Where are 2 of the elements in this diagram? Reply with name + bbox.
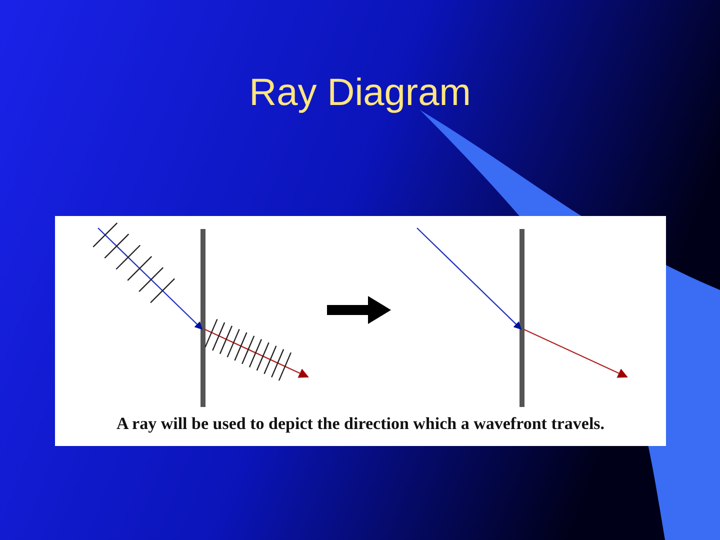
figure-caption: A ray will be used to depict the direction which a wavefront travels. <box>115 414 606 434</box>
slide-title: Ray Diagram <box>248 72 472 115</box>
